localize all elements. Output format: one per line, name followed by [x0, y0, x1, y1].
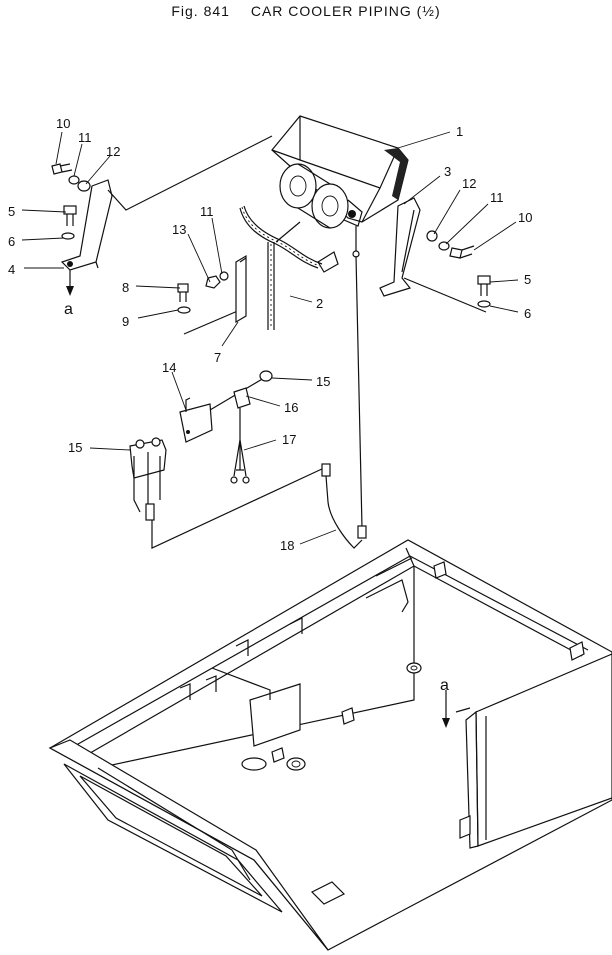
- callout-7: 7: [214, 350, 221, 365]
- callout-10-right: 10: [518, 210, 532, 225]
- callout-3: 3: [444, 164, 451, 179]
- reference-mark-a-right: a: [440, 677, 449, 694]
- callout-15-upper: 15: [316, 374, 330, 389]
- reference-mark-a-left: a: [64, 301, 73, 318]
- callout-6-left: 6: [8, 234, 15, 249]
- figure-number: Fig. 841: [171, 3, 230, 19]
- callouts: 1 2 3 4 5 5 6 6 7 8 9 10 10 11 11 11 12 …: [8, 116, 532, 694]
- callout-1: 1: [456, 124, 463, 139]
- wire: [321, 255, 367, 549]
- callout-11-left: 11: [78, 130, 92, 145]
- figure-caption: CAR COOLER PIPING (½): [250, 3, 441, 19]
- callout-12-right: 12: [462, 176, 476, 191]
- callout-6-right: 6: [524, 306, 531, 321]
- callout-8: 8: [122, 280, 129, 295]
- callout-12-left: 12: [106, 144, 120, 159]
- switch-assembly: [129, 370, 325, 549]
- callout-4: 4: [8, 262, 15, 277]
- left-fasteners: [51, 163, 91, 296]
- callout-16: 16: [284, 400, 298, 415]
- callout-2: 2: [316, 296, 323, 311]
- callout-9: 9: [122, 314, 129, 329]
- callout-14: 14: [162, 360, 176, 375]
- callout-5-left: 5: [8, 204, 15, 219]
- middle-parts: [177, 254, 247, 335]
- callout-17: 17: [282, 432, 296, 447]
- cooler-unit: [271, 115, 409, 258]
- hose: [239, 205, 339, 330]
- cab-frame: [48, 539, 612, 951]
- callout-11-middle: 11: [200, 204, 214, 219]
- callout-15-lower: 15: [68, 440, 82, 455]
- callout-11-right: 11: [490, 190, 504, 205]
- callout-13: 13: [172, 222, 186, 237]
- right-bracket: [379, 197, 487, 313]
- right-fasteners: [426, 230, 491, 308]
- left-bracket: [60, 135, 273, 271]
- leader-lines: [21, 131, 519, 545]
- figure-title: Fig. 841 CAR COOLER PIPING (½): [0, 3, 612, 19]
- callout-5-right: 5: [524, 272, 531, 287]
- callout-18: 18: [280, 538, 294, 553]
- callout-10-left: 10: [56, 116, 70, 131]
